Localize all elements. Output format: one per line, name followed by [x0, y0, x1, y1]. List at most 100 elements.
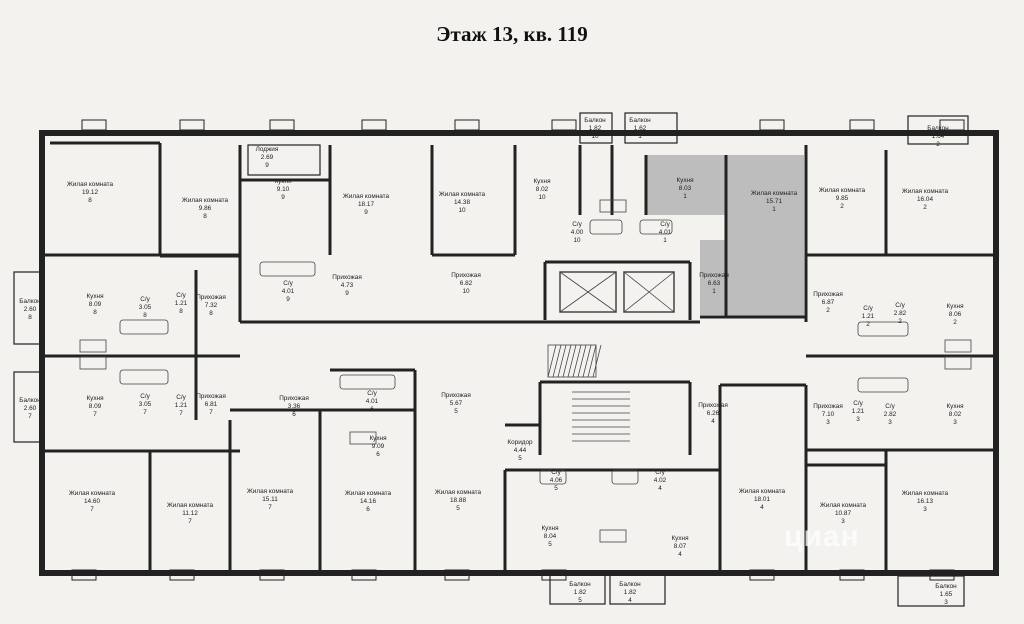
bathtub [639, 219, 673, 235]
room-name: Балкон [935, 583, 957, 590]
room-name: Прихожая [699, 272, 729, 279]
room-area: 3.36 [288, 403, 301, 410]
room-num: 6 [376, 451, 380, 458]
highlight-room [726, 155, 804, 317]
room-name: Балкон [569, 581, 591, 588]
bathtub [119, 319, 169, 335]
room-num: 3 [826, 419, 830, 426]
room-name: Прихожая [451, 272, 481, 279]
balcony-outline [624, 112, 678, 144]
room-name: Жилая комната [739, 488, 786, 495]
room-num: 7 [179, 410, 183, 417]
room-name: Кухня [369, 435, 387, 442]
room-name: С/у [660, 221, 670, 228]
bathtub [857, 321, 909, 337]
balcony-outline [549, 573, 606, 605]
room-area: 2.69 [261, 154, 274, 161]
room-num: 3 [888, 419, 892, 426]
elevator-x [559, 271, 617, 313]
hatch [592, 344, 602, 378]
room-num: 4 [711, 418, 715, 425]
window [71, 569, 97, 581]
balcony-outline [609, 573, 666, 605]
room-num: 4 [628, 597, 632, 604]
room-name: Прихожая [441, 392, 471, 399]
room-name: Балкон [584, 117, 606, 124]
room-num: 2 [898, 318, 902, 325]
room-area: 1.65 [940, 591, 953, 598]
room-name: С/у [853, 400, 863, 407]
hatch [577, 344, 587, 378]
room-num: 4 [658, 485, 662, 492]
room-name: Прихожая [813, 403, 843, 410]
room-area: 9.86 [199, 205, 212, 212]
window [551, 119, 577, 131]
room-name: Балкон [629, 117, 651, 124]
room-num: 5 [456, 505, 460, 512]
highlight-kitchen [646, 155, 726, 215]
room-area: 1.64 [932, 133, 945, 140]
room-num: 5 [554, 485, 558, 492]
room-area: 1.82 [624, 589, 637, 596]
stove [599, 199, 627, 213]
room-num: 7 [90, 506, 94, 513]
room-area: 6.26 [707, 410, 720, 417]
window [179, 119, 205, 131]
outer-wall [39, 130, 999, 576]
room-num: 3 [923, 506, 927, 513]
window [759, 119, 785, 131]
room-area: 4.44 [514, 447, 527, 454]
room-area: 10.87 [835, 510, 851, 517]
room-num: 5 [454, 408, 458, 415]
room-area: 2.82 [894, 310, 907, 317]
window [939, 119, 965, 131]
room-name: Лоджия [256, 146, 279, 153]
room-num: 10 [573, 237, 581, 244]
room-name: Кухня [541, 525, 559, 532]
room-num: 9 [265, 162, 269, 169]
room-area: 4.02 [654, 477, 667, 484]
room-name: С/у [863, 305, 873, 312]
room-area: 1.21 [175, 300, 188, 307]
bathtub [259, 261, 316, 277]
hatch [567, 344, 577, 378]
room-area: 8.04 [544, 533, 557, 540]
room-num: 10 [538, 194, 546, 201]
room-num: 1 [638, 133, 642, 140]
room-name: Кухня [274, 178, 292, 185]
room-area: 15.71 [766, 198, 782, 205]
room-area: 6.81 [205, 401, 218, 408]
walls [13, 112, 999, 607]
room-name: Прихожая [279, 395, 309, 402]
room-num: 3 [953, 419, 957, 426]
room-num: 5 [548, 541, 552, 548]
hatch [582, 344, 592, 378]
window [749, 569, 775, 581]
room-num: 2 [936, 141, 940, 148]
window [929, 569, 955, 581]
room-name: Кухня [676, 177, 694, 184]
room-area: 15.11 [262, 496, 278, 503]
room-num: 7 [209, 409, 213, 416]
